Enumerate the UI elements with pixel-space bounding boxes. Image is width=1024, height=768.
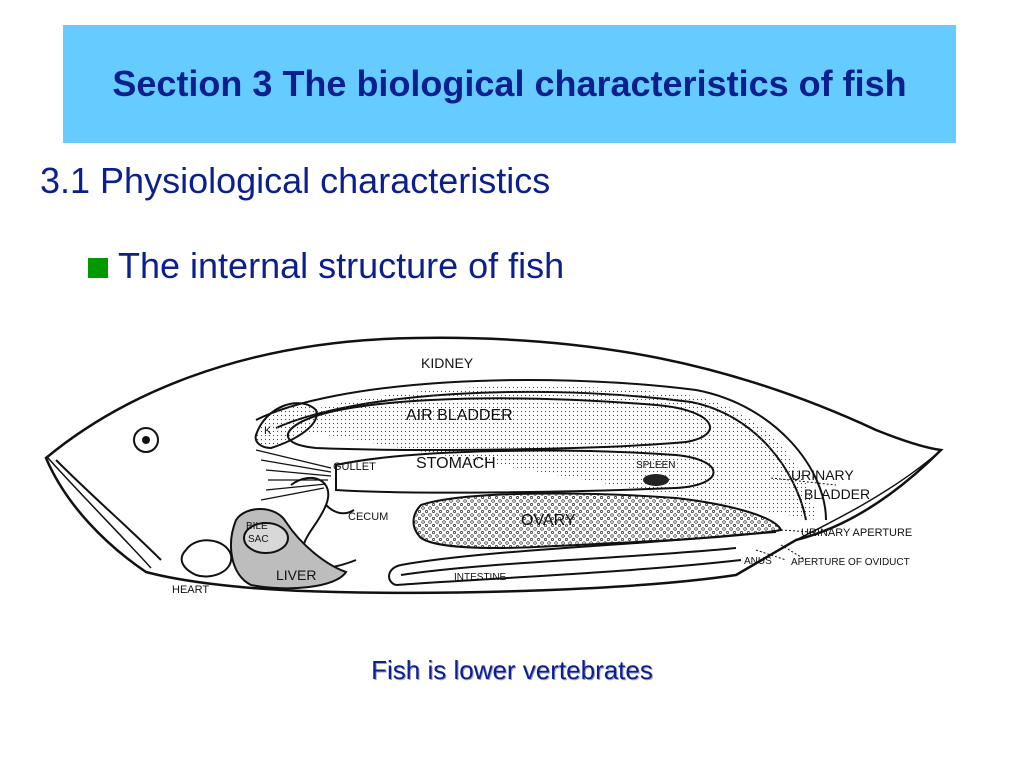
- bullet-item: The internal structure of fish: [88, 245, 564, 287]
- section-subtitle: 3.1 Physiological characteristics: [40, 160, 551, 201]
- label-urinary-aperture: URINARY APERTURE: [801, 527, 912, 539]
- fish-body-outline: [44, 336, 944, 595]
- label-ovary: OVARY: [521, 512, 576, 529]
- fish-anatomy-diagram: KIDNEY K AIR BLADDER GULLET STOMACH SPLE…: [44, 336, 944, 596]
- title-banner: Section 3 The biological characteristics…: [63, 25, 956, 143]
- kidney-band: [255, 379, 827, 521]
- label-bile: BILE: [246, 521, 268, 532]
- intestine: [400, 531, 777, 566]
- label-cecum: CECUM: [348, 511, 388, 523]
- stomach: [335, 449, 715, 494]
- air-bladder: [286, 397, 711, 451]
- bullet-text: The internal structure of fish: [118, 245, 565, 286]
- label-bladder: BLADDER: [804, 486, 870, 502]
- label-liver: LIVER: [276, 567, 316, 583]
- label-urinary: URINARY: [791, 467, 854, 483]
- slide-title: Section 3 The biological characteristics…: [112, 63, 907, 104]
- label-stomach: STOMACH: [416, 455, 496, 472]
- heart: [180, 539, 233, 578]
- label-gullet: GULLET: [333, 461, 376, 473]
- label-sac: SAC: [248, 534, 269, 545]
- bile-sac: [243, 522, 289, 554]
- label-heart: HEART: [172, 584, 209, 596]
- label-k: K: [264, 425, 272, 437]
- figure-caption: Fish is lower vertebrates: [371, 655, 653, 685]
- label-aperture-of-oviduct: APERTURE OF OVIDUCT: [791, 557, 910, 568]
- label-spleen: SPLEEN: [636, 460, 675, 471]
- bullet-square-icon: [88, 258, 108, 278]
- eye: [133, 427, 159, 453]
- label-kidney: KIDNEY: [421, 355, 474, 371]
- label-air-bladder: AIR BLADDER: [406, 407, 513, 424]
- label-anus: ANUS: [744, 556, 772, 567]
- label-intestine: INTESTINE: [454, 572, 507, 583]
